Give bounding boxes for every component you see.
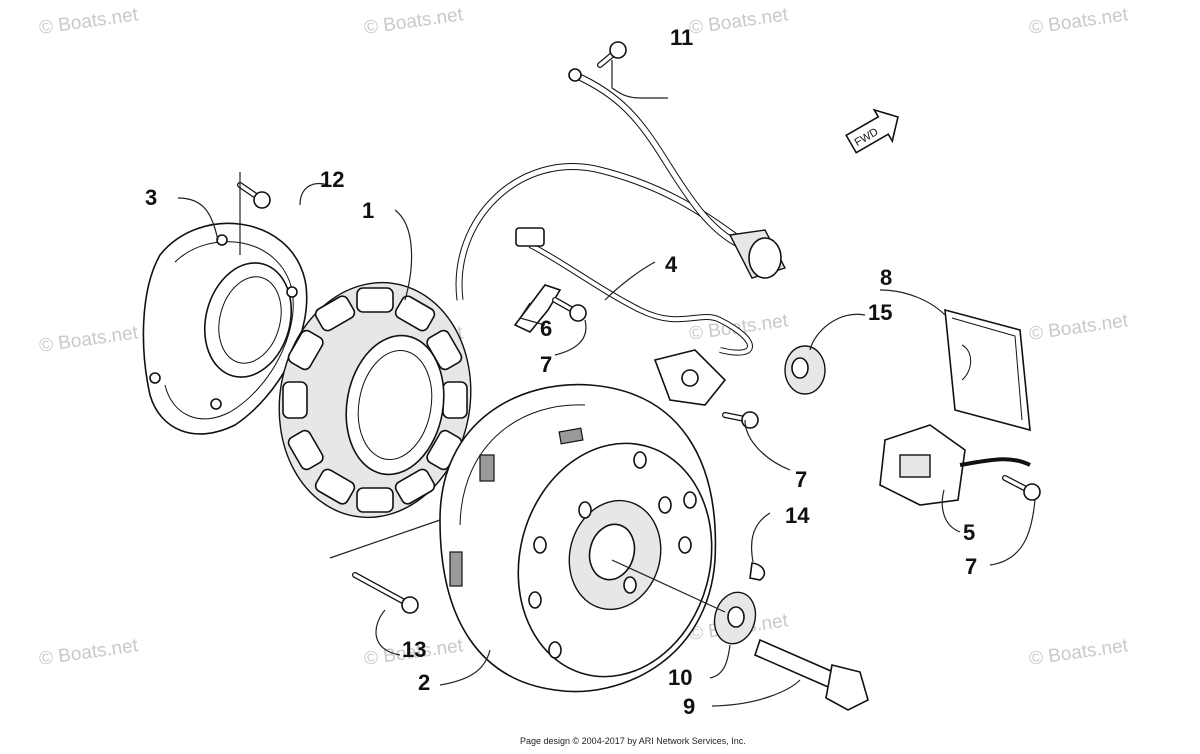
flywheel-hole [678,536,692,554]
part-ignition-coil[interactable] [879,424,1031,506]
stator-pole [287,429,324,471]
callout-number: 7 [540,352,552,377]
stator-pole [356,487,394,513]
stator-pole [394,295,436,332]
watermark-text: © Boats.net [688,4,790,39]
watermark-text: © Boats.net [38,322,140,357]
flywheel-hole [533,536,547,554]
part-bracket[interactable] [513,284,562,333]
forward-arrow-icon: FWD [845,108,899,154]
footer-copyright: Page design © 2004-2017 by ARI Network S… [520,736,746,746]
flywheel-hole [548,641,562,659]
callout-number: 14 [785,503,810,528]
flywheel-hole [633,451,647,469]
callout-number: 3 [145,185,157,210]
stator-pole [314,295,356,332]
callout-number: 15 [868,300,892,325]
callout-number: 11 [670,25,693,50]
part-pad[interactable] [944,308,1031,432]
watermark-text: © Boats.net [1028,310,1130,345]
stator-pole [356,287,394,313]
stator-pole [394,468,436,505]
watermark-text: © Boats.net [363,4,465,39]
stator-pole [314,468,356,505]
part-wiring-harness[interactable] [455,68,787,356]
bolt-11[interactable] [597,41,627,68]
bolt-7b[interactable] [722,411,759,429]
part-flywheel[interactable] [439,383,737,699]
watermark-text: © Boats.net [38,4,140,39]
callout-number: 4 [665,252,678,277]
callout-number: 7 [795,467,807,492]
stator-pole [442,381,468,419]
bolt-13[interactable] [352,572,419,614]
part-grommet[interactable] [784,345,826,395]
leader-lines [177,60,1036,707]
flywheel-hole [658,496,672,514]
callout-number: 6 [540,316,552,341]
callout-number: 9 [683,694,695,719]
watermark-text: © Boats.net [1028,4,1130,39]
callout-number: 2 [418,670,430,695]
callout-number: 10 [668,665,692,690]
flywheel-hole [683,491,697,509]
watermark-text: © Boats.net [1028,635,1130,670]
flywheel-hole [578,501,592,519]
stator-pole [282,381,308,419]
callout-number: 12 [320,167,344,192]
part-housing-plate[interactable] [142,222,308,435]
bolt-7a[interactable] [552,297,587,322]
bolt-7c[interactable] [1002,475,1041,501]
flywheel-hole [528,591,542,609]
part-woodruff-key[interactable] [749,562,766,581]
watermark-text: © Boats.net [38,635,140,670]
callout-number: 1 [362,198,374,223]
part-washer[interactable] [709,588,761,649]
part-pickup-sensor[interactable] [653,349,727,406]
callout-number: 8 [880,265,892,290]
callout-number: 5 [963,520,975,545]
flywheel-hole [623,576,637,594]
part-flywheel-bolt[interactable] [754,638,869,711]
stator-pole [287,329,324,371]
callout-number: 7 [965,554,977,579]
callout-number: 13 [402,637,426,662]
part-stator[interactable] [261,267,489,532]
bolt-12[interactable] [237,182,271,209]
